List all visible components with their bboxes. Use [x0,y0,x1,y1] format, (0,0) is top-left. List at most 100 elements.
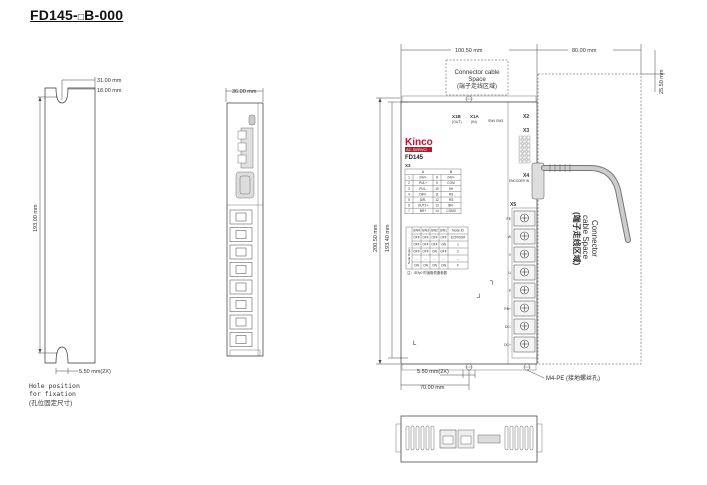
top-space-2: Space [468,76,486,83]
x3-cell: 12 [435,198,439,202]
right-space-3: (端子走线区域) [572,212,582,266]
front-dim-80: 80.00 mm [572,48,597,54]
x3-cell: 2 [408,181,410,185]
x1b-sub: (OUT) [452,120,462,124]
sw-side-label: Node Rotary [407,247,411,264]
x5-label: X5 [510,202,516,208]
sw-cell: OFF [413,250,419,254]
sw-cell: 1 [457,243,459,247]
sw-cell: ... [415,257,418,261]
sw-cell: ON [414,264,419,268]
sw-cell: OFF [413,236,419,240]
pe-label: M4-PE (接地螺丝孔) [546,374,600,382]
sw-cell: OFF [440,250,446,254]
sw-cell: ... [433,257,436,261]
x3-cell: DIR+ [419,192,426,196]
front-dim-70: 70.00 mm [420,385,445,391]
svg-text:┘: ┘ [476,293,482,302]
x5-pin-label: P [509,289,512,293]
sw-cell: OFF [440,236,446,240]
brand-logo: Kinco [405,137,433,148]
x5-pin-label: RB+ [504,307,511,311]
dip-switch [477,434,501,444]
right-space-1: Connector [590,220,599,257]
left-dim-18: 18.00 mm [97,88,122,94]
front-dim-slot: 5.50 mm(2X) [417,369,449,375]
sw-header-cell: Node ID [452,229,464,233]
x3-cell: PUL- [419,187,426,191]
x3-col-a: A [422,170,425,174]
sw-cell: ... [424,257,427,261]
sw-cell: ON [441,243,446,247]
x3-cell: PUL+ [419,181,427,185]
sw-cell: ECPROM [451,236,465,240]
x1b-label: X1B [452,114,462,119]
sw-cell: 2 [457,250,459,254]
x3-cell: 7 [408,209,410,213]
x5-pin-label: PE [506,217,511,221]
bottom-view [395,415,543,463]
sw-cell: OFF [431,236,437,240]
sw-cell: ON [432,264,437,268]
top-cable-space [445,59,509,96]
x3-cell: COM [447,181,455,185]
left-dim-193: 193.00 mm [33,204,39,232]
sw-cell: OFF [422,250,428,254]
x3-cell: DIR- [420,198,427,202]
x4-label: X4 [523,173,529,179]
hole-note-1: Hole position [29,382,80,390]
x3-cell: RS [449,198,453,202]
x3-cell: BR+ [420,209,426,213]
sw-cell: OFF [413,243,419,247]
sw-cell: ON [441,264,446,268]
x3-cell: 8 [436,176,438,180]
x5-pin-label: U [509,271,512,275]
encoder-connector [531,162,545,200]
sw-header-cell: SW4 [413,229,420,233]
svg-text:┐: ┐ [489,278,495,285]
x4-sub: ENCODER IN [509,179,530,183]
top-space-3: (端子走线区域) [457,82,497,90]
front-dim-25: 25.50 mm [659,69,665,94]
x3-cell: 10 [435,187,439,191]
x3-cell: 24V+ [447,176,455,180]
left-dim-slot: 5.50 mm(2X) [79,369,111,375]
x3-cell: SH [449,187,454,191]
x5-terminal-block [511,207,538,359]
sw-note: 注：ID为0 时读取伺服参数 [407,270,448,275]
sw-header-cell: SW3 [422,229,429,233]
front-dim-100: 100.50 mm [455,48,483,54]
front-dim-193: 193.40 mm [385,224,391,252]
title-prefix: FD145- [30,7,78,23]
top-space-1: Connector cable [454,69,500,76]
sw-cell: F [457,264,459,268]
x3-cell: 24V+ [419,176,427,180]
x3-cell: 6 [408,204,410,208]
x3-col-b: B [450,170,453,174]
sw-cell: ... [457,257,460,261]
x2-label: X2 [523,114,529,120]
sw-header-cell: SW1 [440,229,447,233]
hole-note-2: for fixation [29,390,76,398]
x1a-sub: (IN) [471,120,477,124]
model-label: FD145 [405,155,424,161]
drawing-title: FD145-□B-000 [30,7,123,23]
side-dim-36: 36.00 mm [232,89,257,95]
x3-cell: 9 [436,181,438,185]
sw-cell: OFF [431,243,437,247]
x3-table-label: X3 [405,163,411,168]
title-suffix: B-000 [84,7,124,23]
x3-cell: 14 [435,209,439,213]
sw-label: SW4 SW3 [488,119,503,123]
right-cable-space [537,73,642,365]
x3-cell: COM0 [446,209,455,213]
sw-cell: OFF [422,243,428,247]
sw-header-cell: SW2 [431,229,438,233]
side-view: 36.00 mm [225,88,264,357]
sw-cell: ON [432,250,437,254]
hole-note-3: (孔位固定尺寸) [29,398,72,407]
x3-cell: 1 [408,176,410,180]
